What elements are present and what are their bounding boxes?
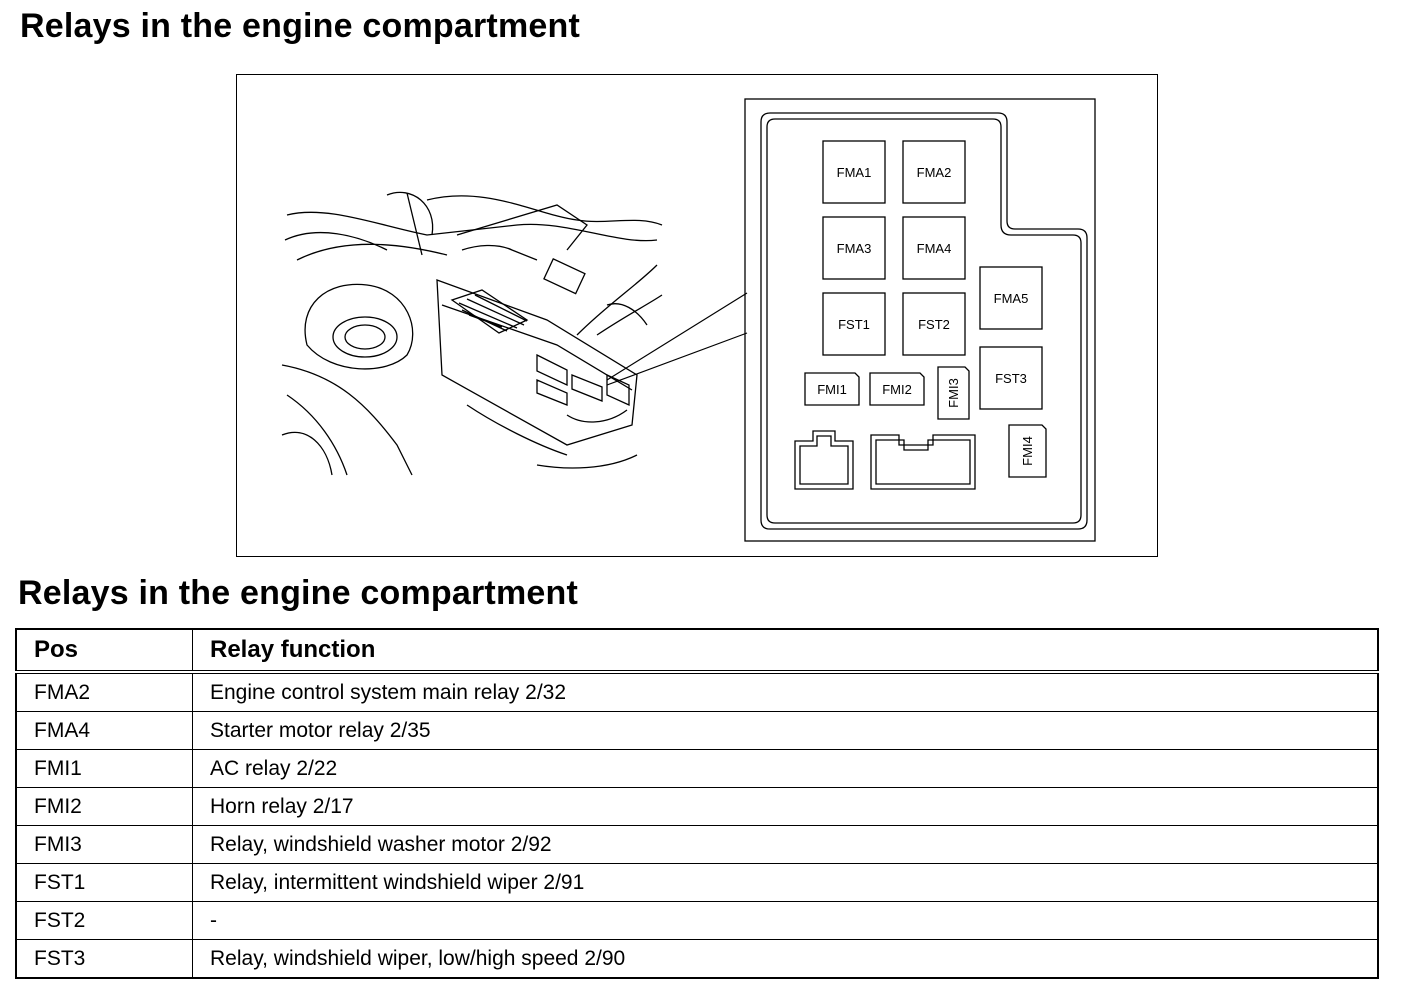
- connector-center: [870, 434, 976, 490]
- cell-function: Horn relay 2/17: [192, 787, 1379, 826]
- cell-function: Relay, windshield washer motor 2/92: [192, 825, 1379, 864]
- relay-label: FMA3: [837, 241, 872, 256]
- relay-fma3: FMA3: [822, 216, 886, 280]
- relay-label: FMA4: [917, 241, 952, 256]
- engine-compartment-figure: FMA1 FMA2 FMA3 FMA4 FMA5 FST1 FST2 FST3 …: [236, 74, 1158, 557]
- relay-fma1: FMA1: [822, 140, 886, 204]
- cell-pos: FMA2: [15, 671, 193, 712]
- table-header-row: Pos Relay function: [15, 628, 1379, 674]
- relay-fmi1: FMI1: [804, 372, 860, 406]
- cell-function: Starter motor relay 2/35: [192, 711, 1379, 750]
- cell-pos: FMI2: [15, 787, 193, 826]
- cell-pos: FST3: [15, 939, 193, 979]
- engine-bay-illustration: [281, 191, 663, 476]
- relay-box-detail: FMA1 FMA2 FMA3 FMA4 FMA5 FST1 FST2 FST3 …: [744, 98, 1096, 542]
- relay-label: FMI4: [1020, 436, 1035, 466]
- cell-function: AC relay 2/22: [192, 749, 1379, 788]
- relay-label: FST1: [838, 317, 870, 332]
- table-row: FST2-: [15, 901, 1379, 940]
- cell-pos: FMI3: [15, 825, 193, 864]
- relay-fmi3: FMI3: [937, 366, 970, 420]
- relay-location-diagram: FMA1 FMA2 FMA3 FMA4 FMA5 FST1 FST2 FST3 …: [281, 98, 1096, 542]
- connector-left: [794, 430, 854, 490]
- cell-function: Engine control system main relay 2/32: [192, 671, 1379, 712]
- page-title: Relays in the engine compartment: [20, 7, 580, 45]
- relay-label: FMI2: [882, 382, 912, 397]
- relay-label: FST3: [995, 371, 1027, 386]
- relay-label: FMA1: [837, 165, 872, 180]
- relay-fst3: FST3: [979, 346, 1043, 410]
- relay-label: FMI3: [946, 378, 961, 408]
- table-title: Relays in the engine compartment: [18, 574, 578, 612]
- relay-fma4: FMA4: [902, 216, 966, 280]
- relay-fma5: FMA5: [979, 266, 1043, 330]
- relay-label: FST2: [918, 317, 950, 332]
- cell-function: Relay, intermittent windshield wiper 2/9…: [192, 863, 1379, 902]
- relay-label: FMA5: [994, 291, 1029, 306]
- relay-fma2: FMA2: [902, 140, 966, 204]
- column-header-function: Relay function: [192, 628, 1379, 674]
- cell-pos: FST2: [15, 901, 193, 940]
- cell-function: -: [192, 901, 1379, 940]
- cell-function: Relay, windshield wiper, low/high speed …: [192, 939, 1379, 979]
- cell-pos: FMI1: [15, 749, 193, 788]
- cell-pos: FMA4: [15, 711, 193, 750]
- relay-label: FMI1: [817, 382, 847, 397]
- relay-fst2: FST2: [902, 292, 966, 356]
- relay-label: FMA2: [917, 165, 952, 180]
- cell-pos: FST1: [15, 863, 193, 902]
- relay-fst1: FST1: [822, 292, 886, 356]
- relay-fmi4: FMI4: [1008, 424, 1047, 478]
- relay-fmi2: FMI2: [869, 372, 925, 406]
- column-header-pos: Pos: [15, 628, 193, 674]
